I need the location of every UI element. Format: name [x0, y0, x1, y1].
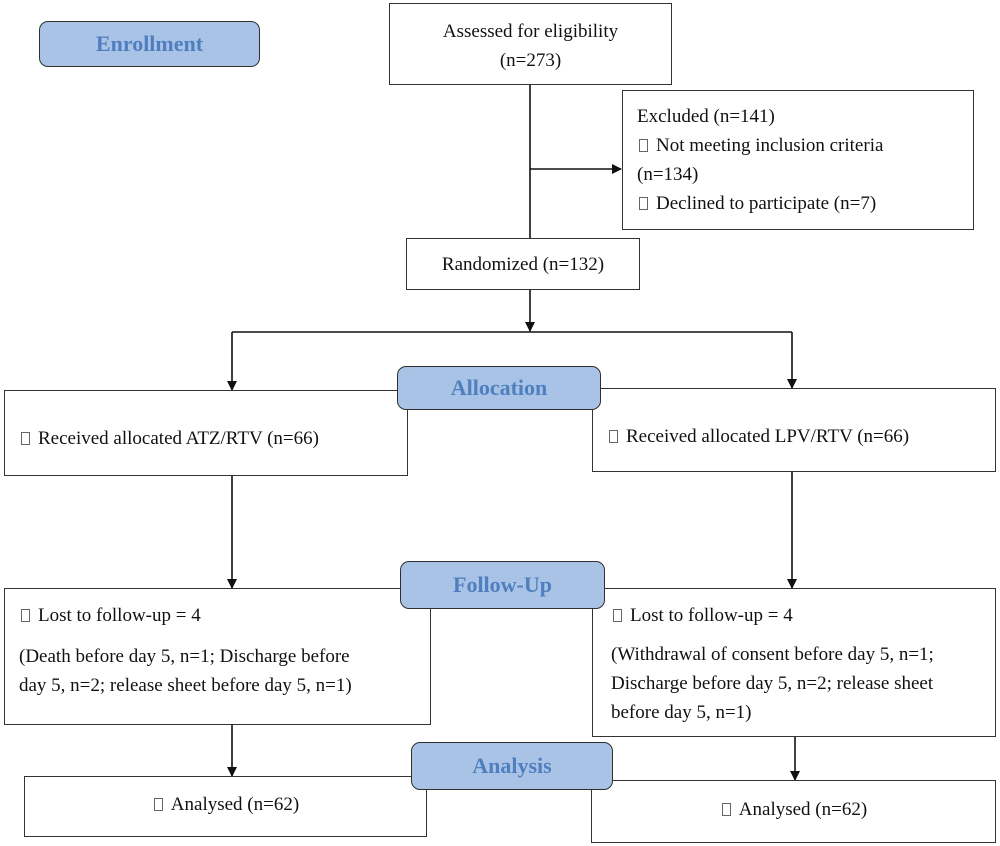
bullet-icon: [21, 609, 30, 622]
randomized-label: Randomized (n=132): [441, 254, 605, 275]
bullet-icon: [21, 432, 30, 445]
bullet-icon: [153, 798, 163, 811]
followup-left-detail-2: day 5, n=2; release sheet before day 5, …: [19, 675, 352, 696]
stage-follow-up-label: Follow-Up: [453, 572, 552, 597]
bullet-icon: [609, 430, 618, 443]
stage-analysis-label: Analysis: [472, 753, 552, 778]
followup-left-detail-1: (Death before day 5, n=1; Discharge befo…: [19, 646, 350, 667]
assessed-box: Assessed for eligibility (n=273): [389, 3, 672, 85]
followup-right-box: Lost to follow-up = 4 (Withdrawal of con…: [592, 588, 996, 737]
stage-analysis: Analysis: [411, 742, 613, 790]
bullet-icon: [721, 803, 731, 816]
followup-right-detail-3: before day 5, n=1): [611, 702, 752, 723]
bullet-icon: [639, 197, 648, 210]
allocation-right-box: Received allocated LPV/RTV (n=66): [592, 388, 996, 472]
assessed-label: Assessed for eligibility: [442, 21, 619, 42]
analysis-left-box: Analysed (n=62): [24, 776, 427, 837]
bullet-icon: [613, 609, 622, 622]
followup-left-box: Lost to follow-up = 4 (Death before day …: [4, 588, 431, 725]
analysis-right-label: Analysed (n=62): [738, 799, 868, 820]
allocation-left-label: Received allocated ATZ/RTV (n=66): [38, 428, 319, 449]
stage-enrollment-label: Enrollment: [95, 31, 204, 56]
followup-right-lost: Lost to follow-up = 4: [630, 605, 793, 626]
excluded-reason-criteria: Not meeting inclusion criteria: [656, 135, 884, 156]
allocation-right-label: Received allocated LPV/RTV (n=66): [626, 426, 910, 447]
stage-enrollment: Enrollment: [39, 21, 260, 67]
stage-allocation-label: Allocation: [450, 375, 548, 400]
randomized-box: Randomized (n=132): [406, 238, 640, 290]
analysis-left-label: Analysed (n=62): [170, 794, 300, 815]
assessed-count: (n=273): [499, 50, 562, 71]
allocation-left-box: Received allocated ATZ/RTV (n=66): [4, 390, 408, 476]
excluded-reason-declined: Declined to participate (n=7): [656, 193, 877, 214]
bullet-icon: [639, 139, 648, 152]
followup-left-lost: Lost to follow-up = 4: [38, 605, 201, 626]
excluded-title: Excluded (n=141): [637, 106, 775, 127]
stage-allocation: Allocation: [397, 366, 601, 410]
excluded-box: Excluded (n=141) Not meeting inclusion c…: [622, 90, 974, 230]
followup-right-detail-1: (Withdrawal of consent before day 5, n=1…: [611, 644, 934, 665]
analysis-right-box: Analysed (n=62): [591, 780, 996, 843]
stage-follow-up: Follow-Up: [400, 561, 605, 609]
excluded-reason-criteria-count: (n=134): [637, 164, 699, 185]
followup-right-detail-2: Discharge before day 5, n=2; release she…: [611, 673, 934, 694]
